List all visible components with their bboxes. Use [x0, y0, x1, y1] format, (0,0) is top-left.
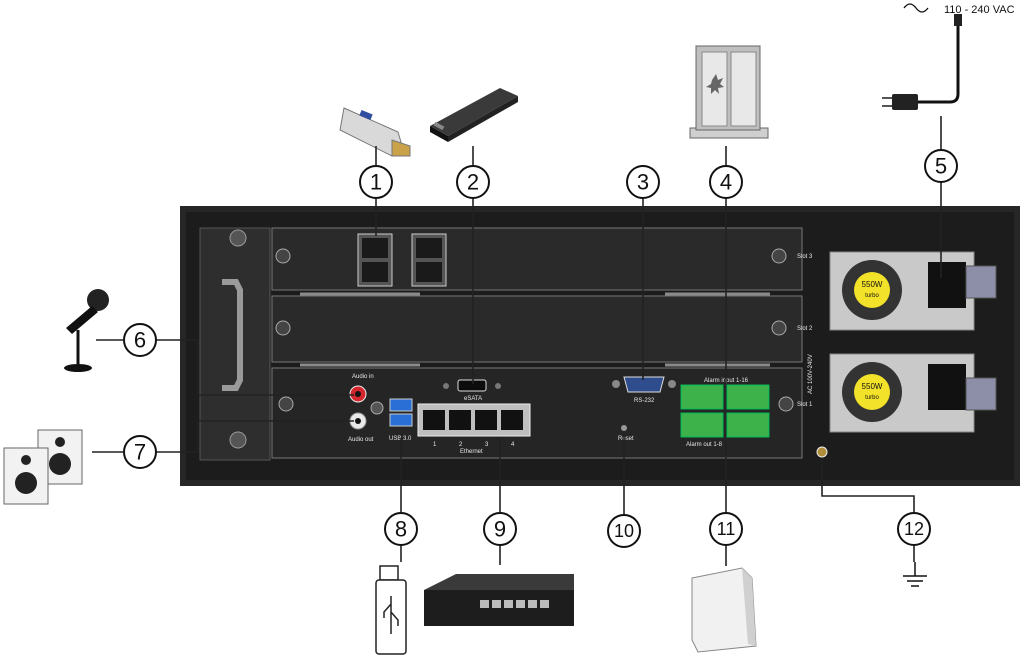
audio-in-label: Audio in — [352, 374, 374, 380]
svg-text:4: 4 — [720, 170, 732, 195]
svg-text:6: 6 — [134, 328, 146, 353]
svg-text:5: 5 — [935, 154, 947, 179]
ac-wave-icon — [903, 3, 929, 13]
window-icon — [689, 45, 769, 139]
psu-bottom-sub: turbo — [865, 395, 879, 401]
rs232-label: RS-232 — [634, 398, 655, 404]
esata-label: eSATA — [464, 396, 482, 402]
esata-port: eSATA — [443, 379, 501, 402]
psu-top-sub: turbo — [865, 293, 879, 299]
power-supply-bottom: 550W turbo — [829, 353, 997, 433]
eth-port-1-label: 1 — [433, 442, 437, 448]
callout-3: 3 — [626, 165, 660, 199]
svg-text:8: 8 — [395, 517, 407, 542]
callout-12: 12 — [897, 512, 931, 546]
callout-4: 4 — [709, 165, 743, 199]
ethernet-ports: 1 2 3 4 Ethernet — [417, 403, 531, 455]
svg-text:9: 9 — [494, 517, 506, 542]
ground-stud — [816, 446, 828, 458]
leader-lines — [92, 116, 942, 566]
chassis-handle — [222, 279, 243, 391]
psu-top-watt: 550W — [862, 280, 883, 289]
svg-text:11: 11 — [717, 519, 736, 539]
svg-text:10: 10 — [614, 521, 634, 541]
slot3-label: Slot 3 — [797, 254, 813, 260]
svg-text:2: 2 — [467, 170, 479, 195]
alarm-output-label: Alarm out 1-8 — [686, 442, 723, 448]
alarm-terminals: Alarm input 1-16 Alarm out 1-8 — [680, 378, 770, 448]
external-hard-drive-icon — [430, 88, 518, 142]
eth-port-2-label: 2 — [459, 442, 463, 448]
svg-text:1: 1 — [370, 170, 382, 195]
audio-out-label: Audio out — [348, 437, 374, 443]
audio-ports: Audio in Audio out — [348, 374, 384, 443]
svg-text:12: 12 — [904, 519, 924, 539]
power-supply-top: 550W turbo — [829, 251, 997, 331]
callout-7: 7 — [123, 435, 157, 469]
ac-input-label: AC 100V-240V — [808, 354, 814, 394]
eth-port-3-label: 3 — [485, 442, 489, 448]
sfp-module-icon — [339, 107, 411, 157]
callout-9: 9 — [483, 512, 517, 546]
usb-drive-icon — [375, 565, 407, 655]
alarm-siren-icon — [691, 567, 757, 653]
recorder-chassis: Slot 3 Slot 2 Slot 1 Audio in Audio out — [180, 206, 1020, 486]
speakers-icon — [3, 429, 83, 505]
microphone-icon — [64, 289, 109, 372]
callout-2: 2 — [456, 165, 490, 199]
reset-button: Reset — [618, 425, 634, 442]
callout-10: 10 — [607, 514, 641, 548]
slot2-label: Slot 2 — [797, 326, 813, 332]
psu-bottom-watt: 550W — [862, 382, 883, 391]
callout-1: 1 — [359, 165, 393, 199]
reset-label: Reset — [618, 436, 634, 442]
svg-text:7: 7 — [134, 440, 146, 465]
ground-symbol-icon — [903, 562, 927, 587]
network-switch-icon — [424, 574, 574, 626]
eth-port-4-label: 4 — [511, 442, 515, 448]
power-voltage-label: 110 - 240 VAC — [944, 4, 1015, 16]
usb-ports: USB 3.0 — [389, 398, 413, 442]
power-cord-icon: 110 - 240 VAC — [882, 3, 1015, 110]
rs232-port: RS-232 — [612, 376, 676, 404]
callout-6: 6 — [123, 323, 157, 357]
sfp-cages — [357, 233, 447, 287]
callout-8: 8 — [384, 512, 418, 546]
callout-11: 11 — [709, 512, 743, 546]
svg-text:3: 3 — [637, 170, 649, 195]
callout-5: 5 — [924, 149, 958, 183]
slot1-label: Slot 1 — [797, 402, 813, 408]
ethernet-label: Ethernet — [460, 449, 483, 455]
